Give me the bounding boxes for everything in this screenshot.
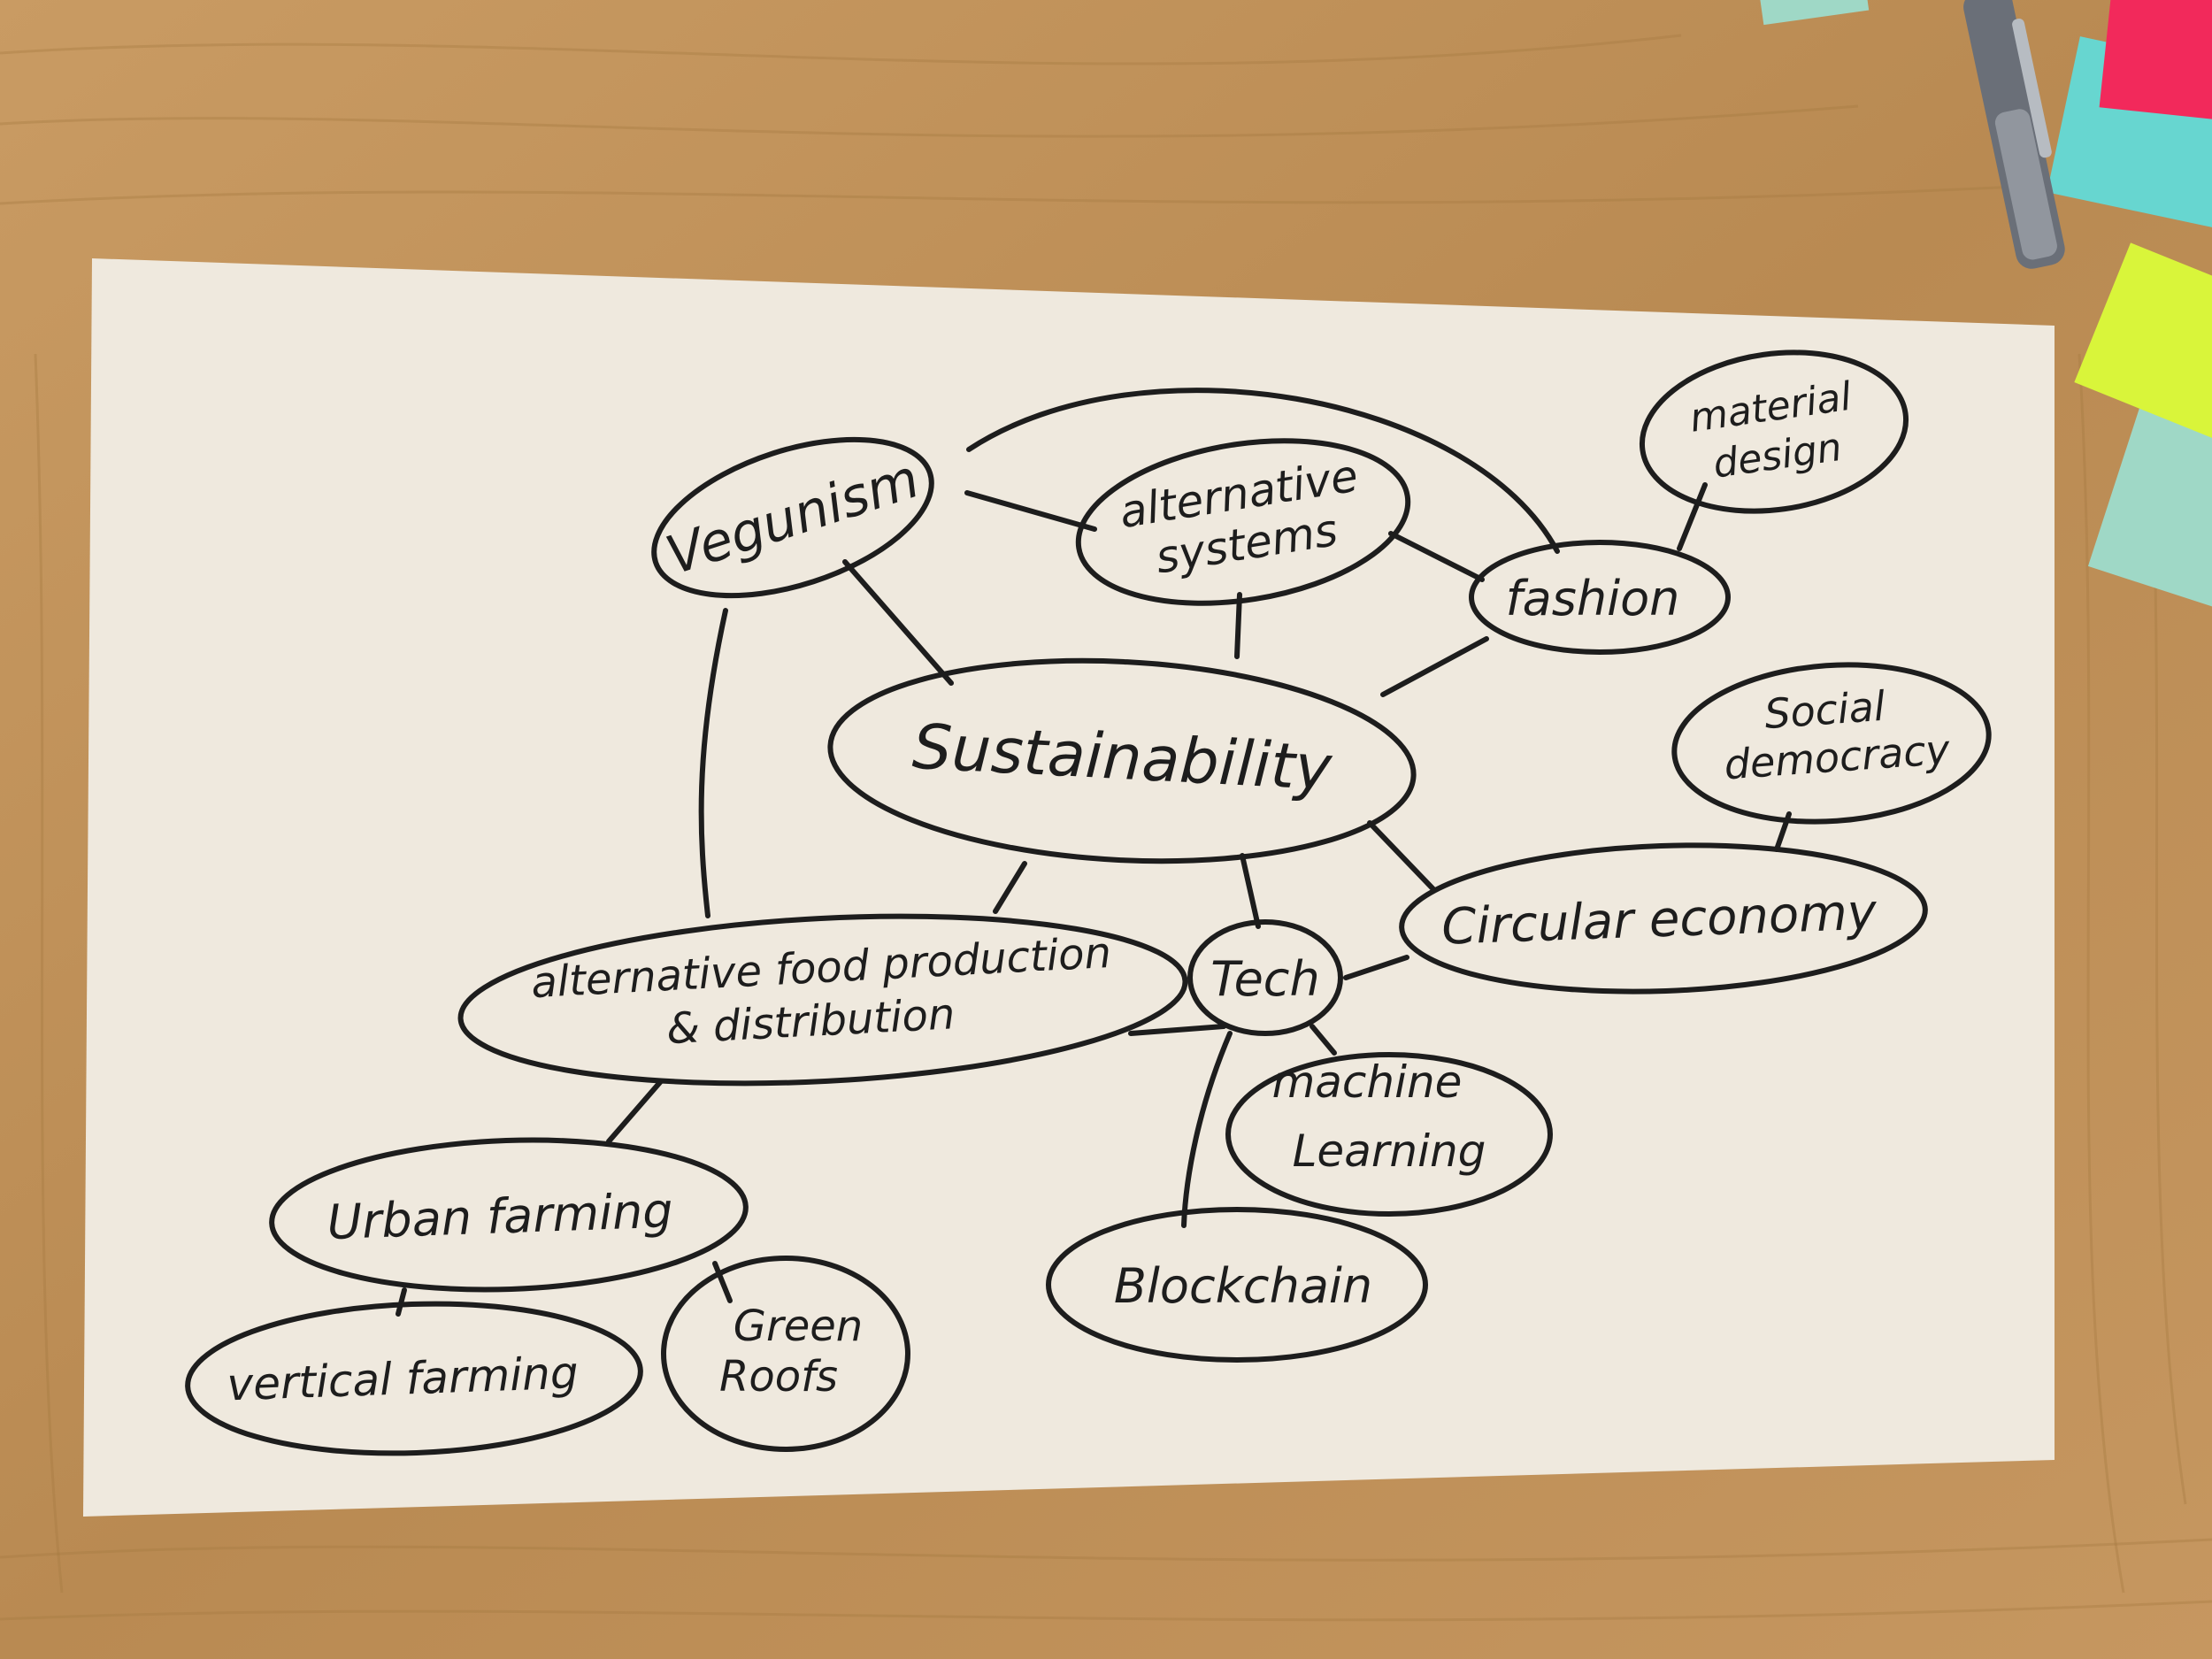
line-veganism-altsystems <box>964 490 1097 532</box>
node-vertical-farming <box>185 1301 643 1456</box>
label-machine-learning-line1: machine <box>1272 1056 1463 1108</box>
line-tech-circular <box>1343 955 1409 980</box>
sticky-note-yellow <box>2074 242 2212 439</box>
node-social-democracy <box>1671 662 1992 825</box>
line-center-tech <box>1240 853 1261 929</box>
line-urban-green <box>712 1261 733 1303</box>
label-fashion: fashion <box>1506 571 1680 626</box>
line-tech-ml <box>1310 1024 1337 1056</box>
label-urban-farming: Urban farming <box>326 1183 674 1251</box>
line-tech-blockchain <box>1181 1031 1233 1228</box>
label-green-roofs-line2: Roofs <box>719 1352 838 1402</box>
label-tech: Tech <box>1210 951 1319 1007</box>
sticky-note-pink <box>2099 0 2212 122</box>
label-social-democracy-line1: Social <box>1763 682 1886 738</box>
node-fashion <box>1469 540 1731 655</box>
node-sustainability <box>827 657 1417 864</box>
line-veganism-center <box>842 559 954 686</box>
node-alternative-food <box>457 913 1188 1087</box>
line-tech-altfood <box>1128 1024 1226 1036</box>
line-veganism-altfood <box>698 608 728 918</box>
label-machine-learning-line2: Learning <box>1293 1125 1486 1177</box>
sticky-note-mint-2 <box>2087 380 2212 611</box>
line-center-altfood <box>993 861 1027 914</box>
node-blockchain <box>1046 1207 1428 1363</box>
paper-sheet <box>83 258 2055 1517</box>
node-circular-economy <box>1399 842 1928 995</box>
label-blockchain: Blockchain <box>1114 1258 1372 1314</box>
node-outlines <box>185 349 1992 1456</box>
connector-lines <box>396 388 1792 1317</box>
node-tech <box>1187 919 1343 1036</box>
line-altsystems-center <box>1234 592 1242 659</box>
line-altsystems-fashion <box>1388 531 1485 582</box>
node-urban-farming <box>269 1137 749 1293</box>
line-veganism-fashion-arc <box>966 388 1560 554</box>
marker-pen <box>1963 0 2065 269</box>
node-machine-learning <box>1225 1052 1553 1217</box>
line-fashion-center <box>1380 636 1489 697</box>
node-veganism <box>651 436 934 599</box>
node-green-roofs <box>661 1256 910 1452</box>
label-vertical-farming: vertical farming <box>227 1348 580 1411</box>
line-altfood-urban <box>606 1079 664 1144</box>
sticky-note-mint <box>1756 0 1870 26</box>
node-alternative-systems <box>1075 438 1411 606</box>
label-green-roofs-line1: Green <box>733 1302 863 1351</box>
line-center-circular <box>1367 820 1436 892</box>
node-material-design <box>1639 349 1909 514</box>
wood-grain <box>0 34 2212 1622</box>
line-urban-vertical <box>396 1287 407 1317</box>
line-fashion-material <box>1677 482 1708 551</box>
sticky-notes <box>1756 0 2212 611</box>
